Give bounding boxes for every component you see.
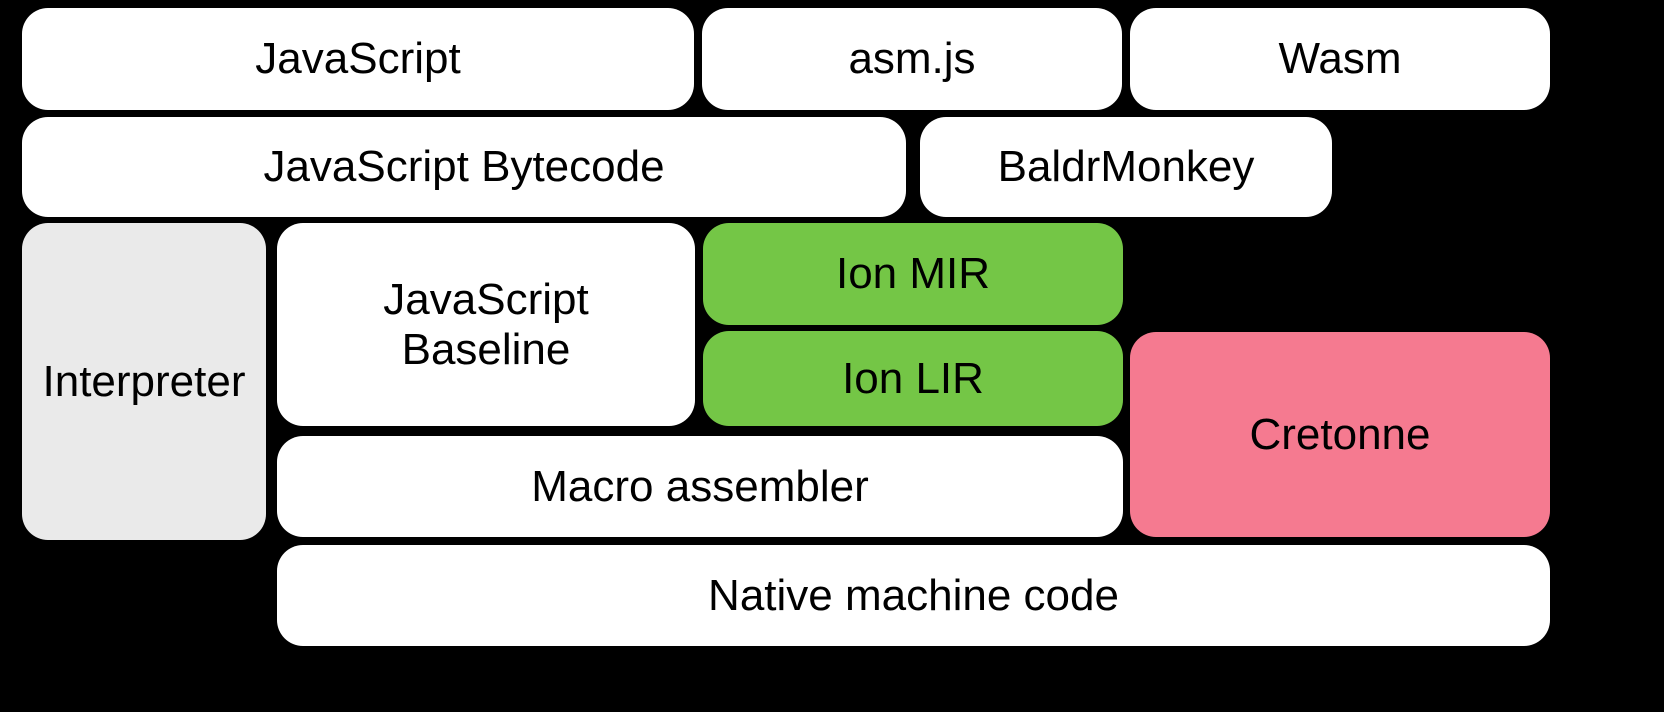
node-javascript[interactable]: JavaScript (22, 8, 694, 110)
node-ion-lir[interactable]: Ion LIR (703, 331, 1123, 426)
node-javascript-baseline[interactable]: JavaScript Baseline (277, 223, 695, 426)
node-wasm[interactable]: Wasm (1130, 8, 1550, 110)
node-ion-mir[interactable]: Ion MIR (703, 223, 1123, 325)
node-javascript-bytecode[interactable]: JavaScript Bytecode (22, 117, 906, 217)
node-baldrmonkey[interactable]: BaldrMonkey (920, 117, 1332, 217)
node-native-machine-code[interactable]: Native machine code (277, 545, 1550, 646)
node-interpreter[interactable]: Interpreter (22, 223, 266, 540)
node-cretonne[interactable]: Cretonne (1130, 332, 1550, 537)
node-asm-js[interactable]: asm.js (702, 8, 1122, 110)
node-macro-assembler[interactable]: Macro assembler (277, 436, 1123, 537)
